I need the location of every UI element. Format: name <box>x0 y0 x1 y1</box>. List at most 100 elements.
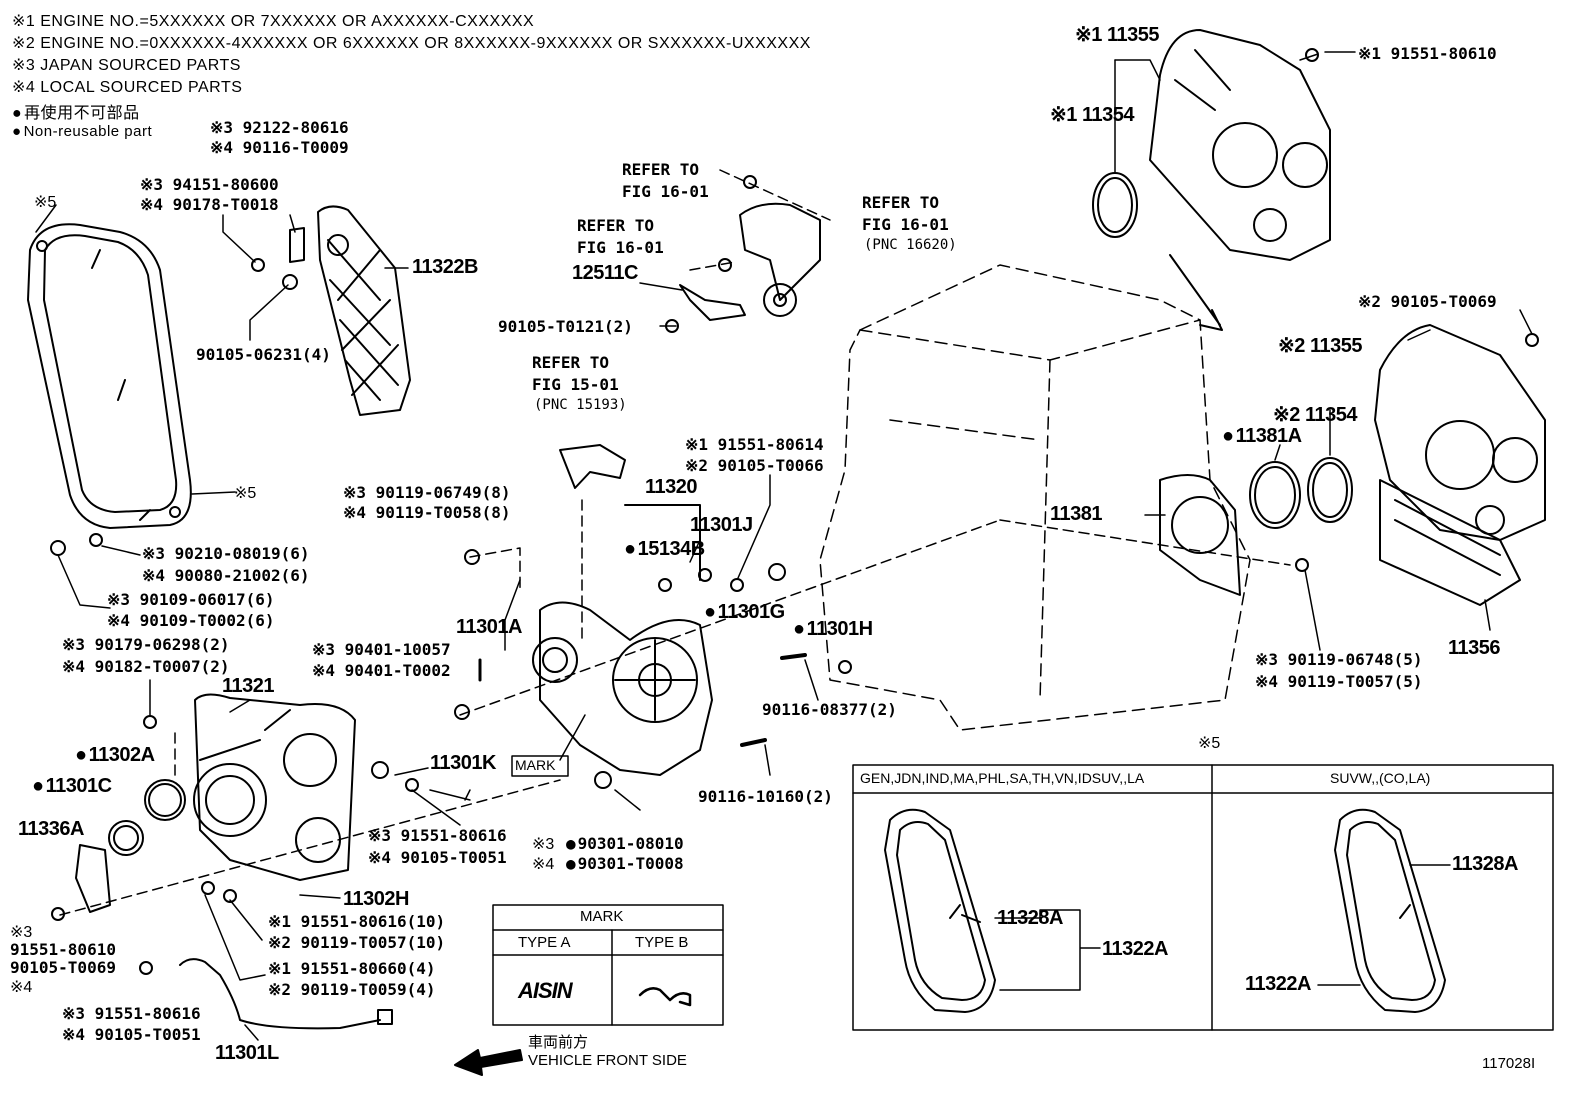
part-label[interactable]: ※3 90179-06298(2) <box>62 635 230 654</box>
part-label[interactable]: 11321 <box>222 675 275 697</box>
legend-jp: 再使用不可部品 <box>12 99 140 123</box>
part-label[interactable]: ※1 91551-80660(4) <box>268 959 436 978</box>
part-label[interactable]: 11301L <box>215 1042 279 1064</box>
part-label[interactable]: 11328A <box>1452 853 1518 875</box>
part-label[interactable]: ※2 11355 <box>1278 335 1362 357</box>
part-label[interactable]: 11381A <box>1222 425 1302 448</box>
part-label[interactable]: 90105-T0069 <box>10 958 116 977</box>
part-label[interactable]: ※4 90119-T0057(5) <box>1255 672 1423 691</box>
plate-11356-illustration <box>1379 479 1521 606</box>
reference-label[interactable]: FIG 16-01 <box>622 182 709 201</box>
part-label[interactable]: 11328A <box>997 907 1063 929</box>
reference-label[interactable]: REFER TO <box>622 160 700 179</box>
part-label[interactable]: ※4 90178-T0018 <box>140 195 279 214</box>
part-label[interactable]: ※3 90119-06748(5) <box>1255 650 1423 669</box>
part-label[interactable]: ※3 90401-10057 <box>312 640 451 659</box>
reference-label[interactable]: FIG 16-01 <box>862 215 949 234</box>
part-label[interactable]: 11301J <box>690 514 753 536</box>
part-label[interactable]: ※3 92122-80616 <box>210 118 349 137</box>
variant-mark: ※3 <box>10 924 33 941</box>
part-label[interactable]: 12511C <box>572 262 638 284</box>
mark-table-frame <box>492 904 724 1026</box>
part-label[interactable]: 90116-08377(2) <box>762 700 897 719</box>
part-label[interactable]: ※3 90210-08019(6) <box>142 544 310 563</box>
variant-mark: ※3 <box>532 836 555 853</box>
part-label[interactable]: ※4 90105-T0051 <box>368 848 507 867</box>
part-label[interactable]: ※4 90080-21002(6) <box>142 566 310 585</box>
part-label[interactable]: ※3 90109-06017(6) <box>107 590 275 609</box>
part-label[interactable]: 11322B <box>412 256 478 278</box>
part-label[interactable]: 90301-T0008 <box>566 854 684 873</box>
mark-table-type-a: TYPE A <box>518 934 571 951</box>
variant-col-1-header: GEN,JDN,IND,MA,PHL,SA,TH,VN,IDSUV,,LA <box>860 770 1145 786</box>
part-label[interactable]: ※2 90119-T0057(10) <box>268 933 446 952</box>
part-label[interactable]: ※4 90182-T0007(2) <box>62 657 230 676</box>
part-label[interactable]: ※3 90119-06749(8) <box>343 483 511 502</box>
part-label[interactable]: ※2 90105-T0069 <box>1358 292 1497 311</box>
part-label[interactable]: ※3 91551-80616 <box>368 826 507 845</box>
mark-table-title: MARK <box>580 908 624 925</box>
reference-label[interactable]: (PNC 16620) <box>864 237 957 253</box>
note-engine-2: ※2 ENGINE NO.=0XXXXXX-4XXXXXX OR 6XXXXXX… <box>12 35 811 52</box>
part-label[interactable]: ※1 11354 <box>1050 104 1134 126</box>
part-label[interactable]: 11381 <box>1050 503 1103 525</box>
reference-label[interactable]: (PNC 15193) <box>534 397 627 413</box>
aisin-logo: AISIN <box>518 978 573 1003</box>
part-label[interactable]: 11301K <box>430 752 496 774</box>
part-label[interactable]: 90116-10160(2) <box>698 787 833 806</box>
reference-label[interactable]: REFER TO <box>862 193 940 212</box>
part-label[interactable]: 15134B <box>624 538 706 561</box>
variant-left-cover-illustration <box>884 808 996 1013</box>
variant-table-frame <box>852 764 1554 1031</box>
part-label[interactable]: ※3 91551-80616 <box>62 1004 201 1023</box>
variant-mark: ※4 <box>10 979 33 996</box>
type-b-mark-icon <box>638 987 692 1007</box>
front-case-11321-illustration <box>193 693 356 881</box>
part-label[interactable]: 11301A <box>456 616 522 638</box>
part-label[interactable]: ※4 90116-T0009 <box>210 138 349 157</box>
part-label[interactable]: ※3 94151-80600 <box>140 175 279 194</box>
gasket-15193-illustration <box>559 444 626 489</box>
mark-callout: MARK <box>515 757 556 773</box>
part-label[interactable]: ※1 91551-80616(10) <box>268 912 446 931</box>
part-label[interactable]: 11322A <box>1102 938 1168 960</box>
part-label[interactable]: 11336A <box>18 818 84 840</box>
tensioner-illustration <box>739 202 821 301</box>
part-label[interactable]: ※2 90119-T0059(4) <box>268 980 436 999</box>
reference-label[interactable]: REFER TO <box>577 216 655 235</box>
variant-mark: ※5 <box>34 194 57 211</box>
part-label[interactable]: ※4 90401-T0002 <box>312 661 451 680</box>
variant-mark: ※5 <box>1198 735 1221 752</box>
part-label[interactable]: ※1 91551-80614 <box>685 435 824 454</box>
part-label[interactable]: ※4 90109-T0002(6) <box>107 611 275 630</box>
inner-cover-11322B-illustration <box>251 205 411 416</box>
reference-label[interactable]: FIG 15-01 <box>532 375 619 394</box>
part-label[interactable]: ※1 91551-80610 <box>1358 44 1497 63</box>
part-label[interactable]: 11322A <box>1245 973 1311 995</box>
reference-label[interactable]: FIG 16-01 <box>577 238 664 257</box>
part-label[interactable]: ※2 90105-T0066 <box>685 456 824 475</box>
part-label[interactable]: 11301G <box>704 601 786 624</box>
engine-block-outline <box>819 264 1251 731</box>
part-label[interactable]: 11301H <box>793 618 873 641</box>
part-label[interactable]: 11320 <box>645 476 698 498</box>
variant-mark: ※4 <box>532 856 555 873</box>
part-label[interactable]: ※4 90105-T0051 <box>62 1025 201 1044</box>
part-label[interactable]: ※1 11355 <box>1075 24 1159 46</box>
plate-11355-1-illustration <box>1149 29 1331 261</box>
reference-label[interactable]: REFER TO <box>532 353 610 372</box>
part-label[interactable]: 90301-08010 <box>566 834 684 853</box>
part-label[interactable]: ※4 90119-T0058(8) <box>343 503 511 522</box>
mark-table-type-b: TYPE B <box>635 934 689 951</box>
part-label[interactable]: 11301C <box>32 775 112 798</box>
part-label[interactable]: 11302H <box>343 888 409 910</box>
part-label[interactable]: 11356 <box>1448 637 1501 659</box>
part-label[interactable]: 90105-06231(4) <box>196 345 331 364</box>
part-label[interactable]: 90105-T0121(2) <box>498 317 633 336</box>
vehicle-front-jp: 車両前方 <box>528 1034 589 1051</box>
part-label[interactable]: ※2 11354 <box>1273 404 1357 426</box>
part-label[interactable]: 11302A <box>75 744 155 767</box>
part-label[interactable]: 91551-80610 <box>10 940 116 959</box>
seal-retainer-11381-illustration <box>1159 474 1241 596</box>
